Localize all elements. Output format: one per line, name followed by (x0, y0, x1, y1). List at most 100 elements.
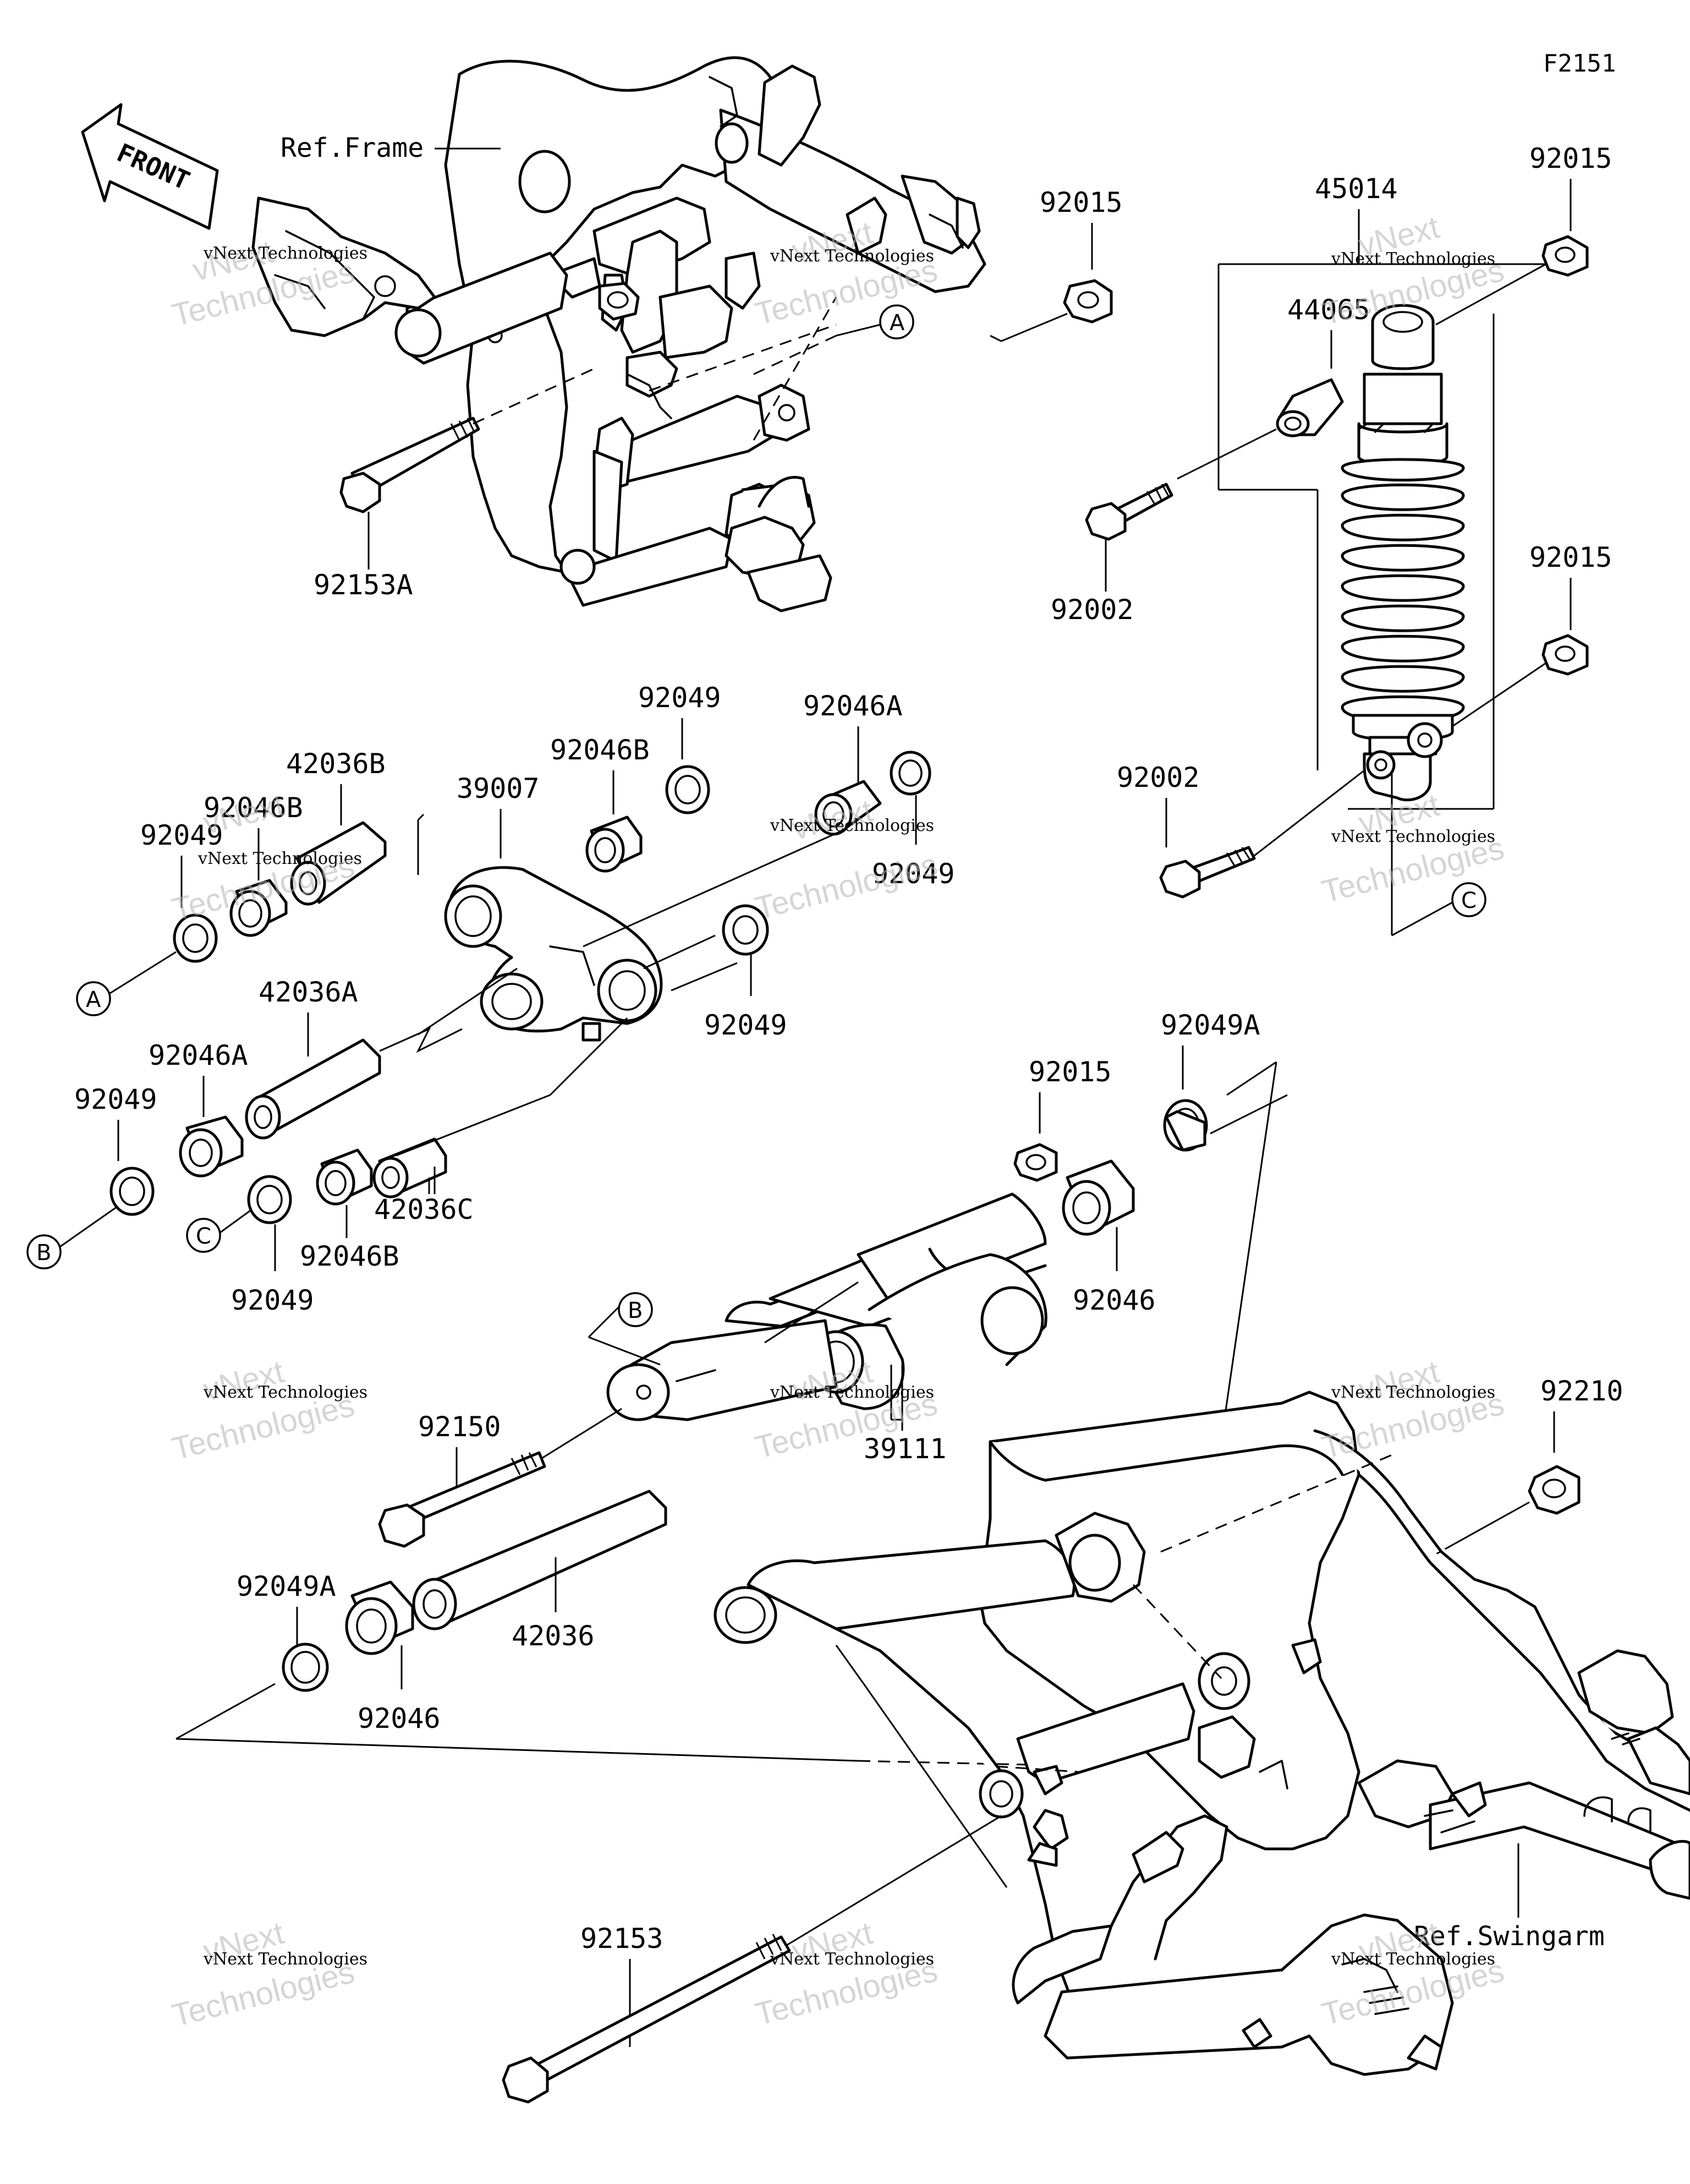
svg-text:vNext Technologies: vNext Technologies (770, 1383, 934, 1402)
part-label-42036A: 42036A (259, 976, 358, 1008)
part-label-92015-b: 92015 (1529, 143, 1612, 174)
part-label-92049-lower-left: 92049 (74, 1083, 157, 1115)
collar-42036 (412, 1490, 667, 1630)
part-label-92049-top: 92049 (638, 682, 721, 714)
svg-text:vNext Technologies: vNext Technologies (770, 816, 934, 835)
callout-b-center (618, 1292, 653, 1327)
part-label-92015-a: 92015 (1040, 187, 1123, 218)
collar-42036A (245, 1038, 381, 1140)
watermark-10: vNext vNext Technologies Technologies (168, 1915, 367, 2034)
callout-b-left-label: B (36, 1240, 51, 1266)
svg-text:vNext Technologies: vNext Technologies (1331, 249, 1495, 269)
part-label-92015-c: 92015 (1529, 541, 1612, 573)
washer-92049-right (890, 751, 931, 796)
part-label-92150: 92150 (418, 1411, 501, 1443)
part-label-92153A: 92153A (314, 569, 413, 601)
part-label-92049-lower: 92049 (231, 1284, 314, 1316)
frame-assembly (394, 56, 986, 612)
part-label-92049-right: 92049 (872, 858, 955, 890)
bearing-92046-lower (345, 1580, 414, 1655)
nut-92210 (1528, 1465, 1581, 1515)
svg-text:vNext Technologies: vNext Technologies (203, 1950, 367, 1969)
callout-c-left (186, 1218, 221, 1253)
part-label-92046B-left: 92046B (204, 792, 303, 824)
shock-absorber-45014 (1341, 304, 1465, 802)
footpeg-bracket (251, 196, 436, 337)
part-label-92046B-top: 92046B (550, 734, 650, 766)
bolt-92150 (378, 1451, 546, 1548)
svg-text:vNext Technologies: vNext Technologies (1331, 827, 1495, 846)
part-label-92210: 92210 (1540, 1375, 1623, 1407)
washer-92049-mid (722, 904, 769, 956)
part-label-42036B: 42036B (286, 748, 386, 780)
bolt-92153A (339, 417, 480, 513)
nut-92015-upper-right (1541, 235, 1589, 277)
washer-92049-top (665, 765, 710, 814)
part-label-92153: 92153 (580, 1923, 663, 1955)
part-label-92002-a: 92002 (1051, 594, 1134, 626)
washer-92049-lower (247, 1175, 292, 1224)
link-39007 (444, 866, 663, 1042)
callout-b-left (26, 1234, 62, 1269)
callout-c-shock (1451, 882, 1486, 917)
bearing-92046B-left (229, 879, 288, 937)
part-label-45014: 45014 (1315, 173, 1398, 205)
watermark-11: vNext vNext Technologies Technologies (751, 1915, 941, 2032)
part-label-42036C: 42036C (374, 1194, 474, 1225)
callout-a-frame-label: A (890, 310, 905, 336)
svg-text:vNext Technologies: vNext Technologies (197, 849, 362, 868)
svg-text:vNext Technologies: vNext Technologies (770, 1950, 934, 1969)
nut-92015-frame (598, 282, 640, 321)
part-label-92049-left: 92049 (140, 819, 223, 851)
bearing-92046-top (1062, 1159, 1135, 1236)
svg-text:vNext Technologies: vNext Technologies (1331, 1383, 1495, 1402)
callout-a-left-label: A (86, 987, 101, 1012)
callout-a-frame (879, 304, 914, 340)
part-label-92046B-lower: 92046B (300, 1240, 399, 1272)
callout-a-left (76, 981, 111, 1016)
part-label-92046-top: 92046 (1073, 1284, 1156, 1316)
bolt-92153 (502, 1934, 791, 2104)
part-label-92046A-left: 92046A (149, 1039, 248, 1071)
bearing-92046B-top (585, 815, 643, 873)
diagram-code: F2151 (1543, 50, 1616, 78)
bearing-92046A-top (814, 780, 882, 836)
part-label-92049A-top: 92049A (1161, 1009, 1260, 1041)
svg-text:vNext Technologies: vNext Technologies (1331, 1950, 1495, 1969)
part-label-44065: 44065 (1287, 294, 1370, 326)
part-label-39007: 39007 (457, 773, 540, 804)
part-label-39111: 39111 (864, 1433, 947, 1465)
bolt-92002-lower (1159, 846, 1256, 899)
nut-92015-mid-right (1541, 634, 1589, 676)
callout-c-shock-label: C (1461, 888, 1477, 913)
swingarm (714, 1391, 1690, 2076)
frame-bracket-upper (758, 384, 810, 442)
svg-text:vNext Technologies: vNext Technologies (203, 244, 367, 263)
nut-92015-top (1063, 279, 1113, 324)
bushing-44065 (1276, 378, 1344, 437)
part-label-92046-lower: 92046 (358, 1703, 441, 1734)
ref-frame-label: Ref.Frame (281, 133, 424, 163)
bolt-92002-upper (1085, 483, 1173, 541)
watermark-7: vNext vNext Technologies Technologies (168, 1354, 367, 1467)
part-label-92049-mid: 92049 (704, 1009, 787, 1041)
washer-92049A-lower (282, 1643, 329, 1692)
washer-92049-lower-left (109, 1167, 155, 1216)
svg-text:vNext Technologies: vNext Technologies (203, 1383, 367, 1402)
watermark-9: vNext vNext Technologies Technologies (1318, 1354, 1507, 1465)
ref-swingarm-label: Ref.Swingarm (1414, 1921, 1605, 1952)
washer-92049-left (173, 913, 218, 963)
part-label-92046A-top: 92046A (803, 690, 903, 722)
bearing-92046A-left (179, 1115, 244, 1178)
callout-b-center-label: B (628, 1298, 643, 1323)
part-label-92049A-lower: 92049A (237, 1570, 336, 1602)
washer-92049A-top (1163, 1099, 1208, 1152)
part-label-42036: 42036 (512, 1620, 595, 1652)
part-label-92015-d: 92015 (1029, 1056, 1112, 1088)
callout-c-left-label: C (196, 1224, 211, 1249)
part-label-92002-b: 92002 (1117, 762, 1200, 793)
collar-42036B (290, 821, 387, 906)
collar-42036C (372, 1137, 447, 1198)
